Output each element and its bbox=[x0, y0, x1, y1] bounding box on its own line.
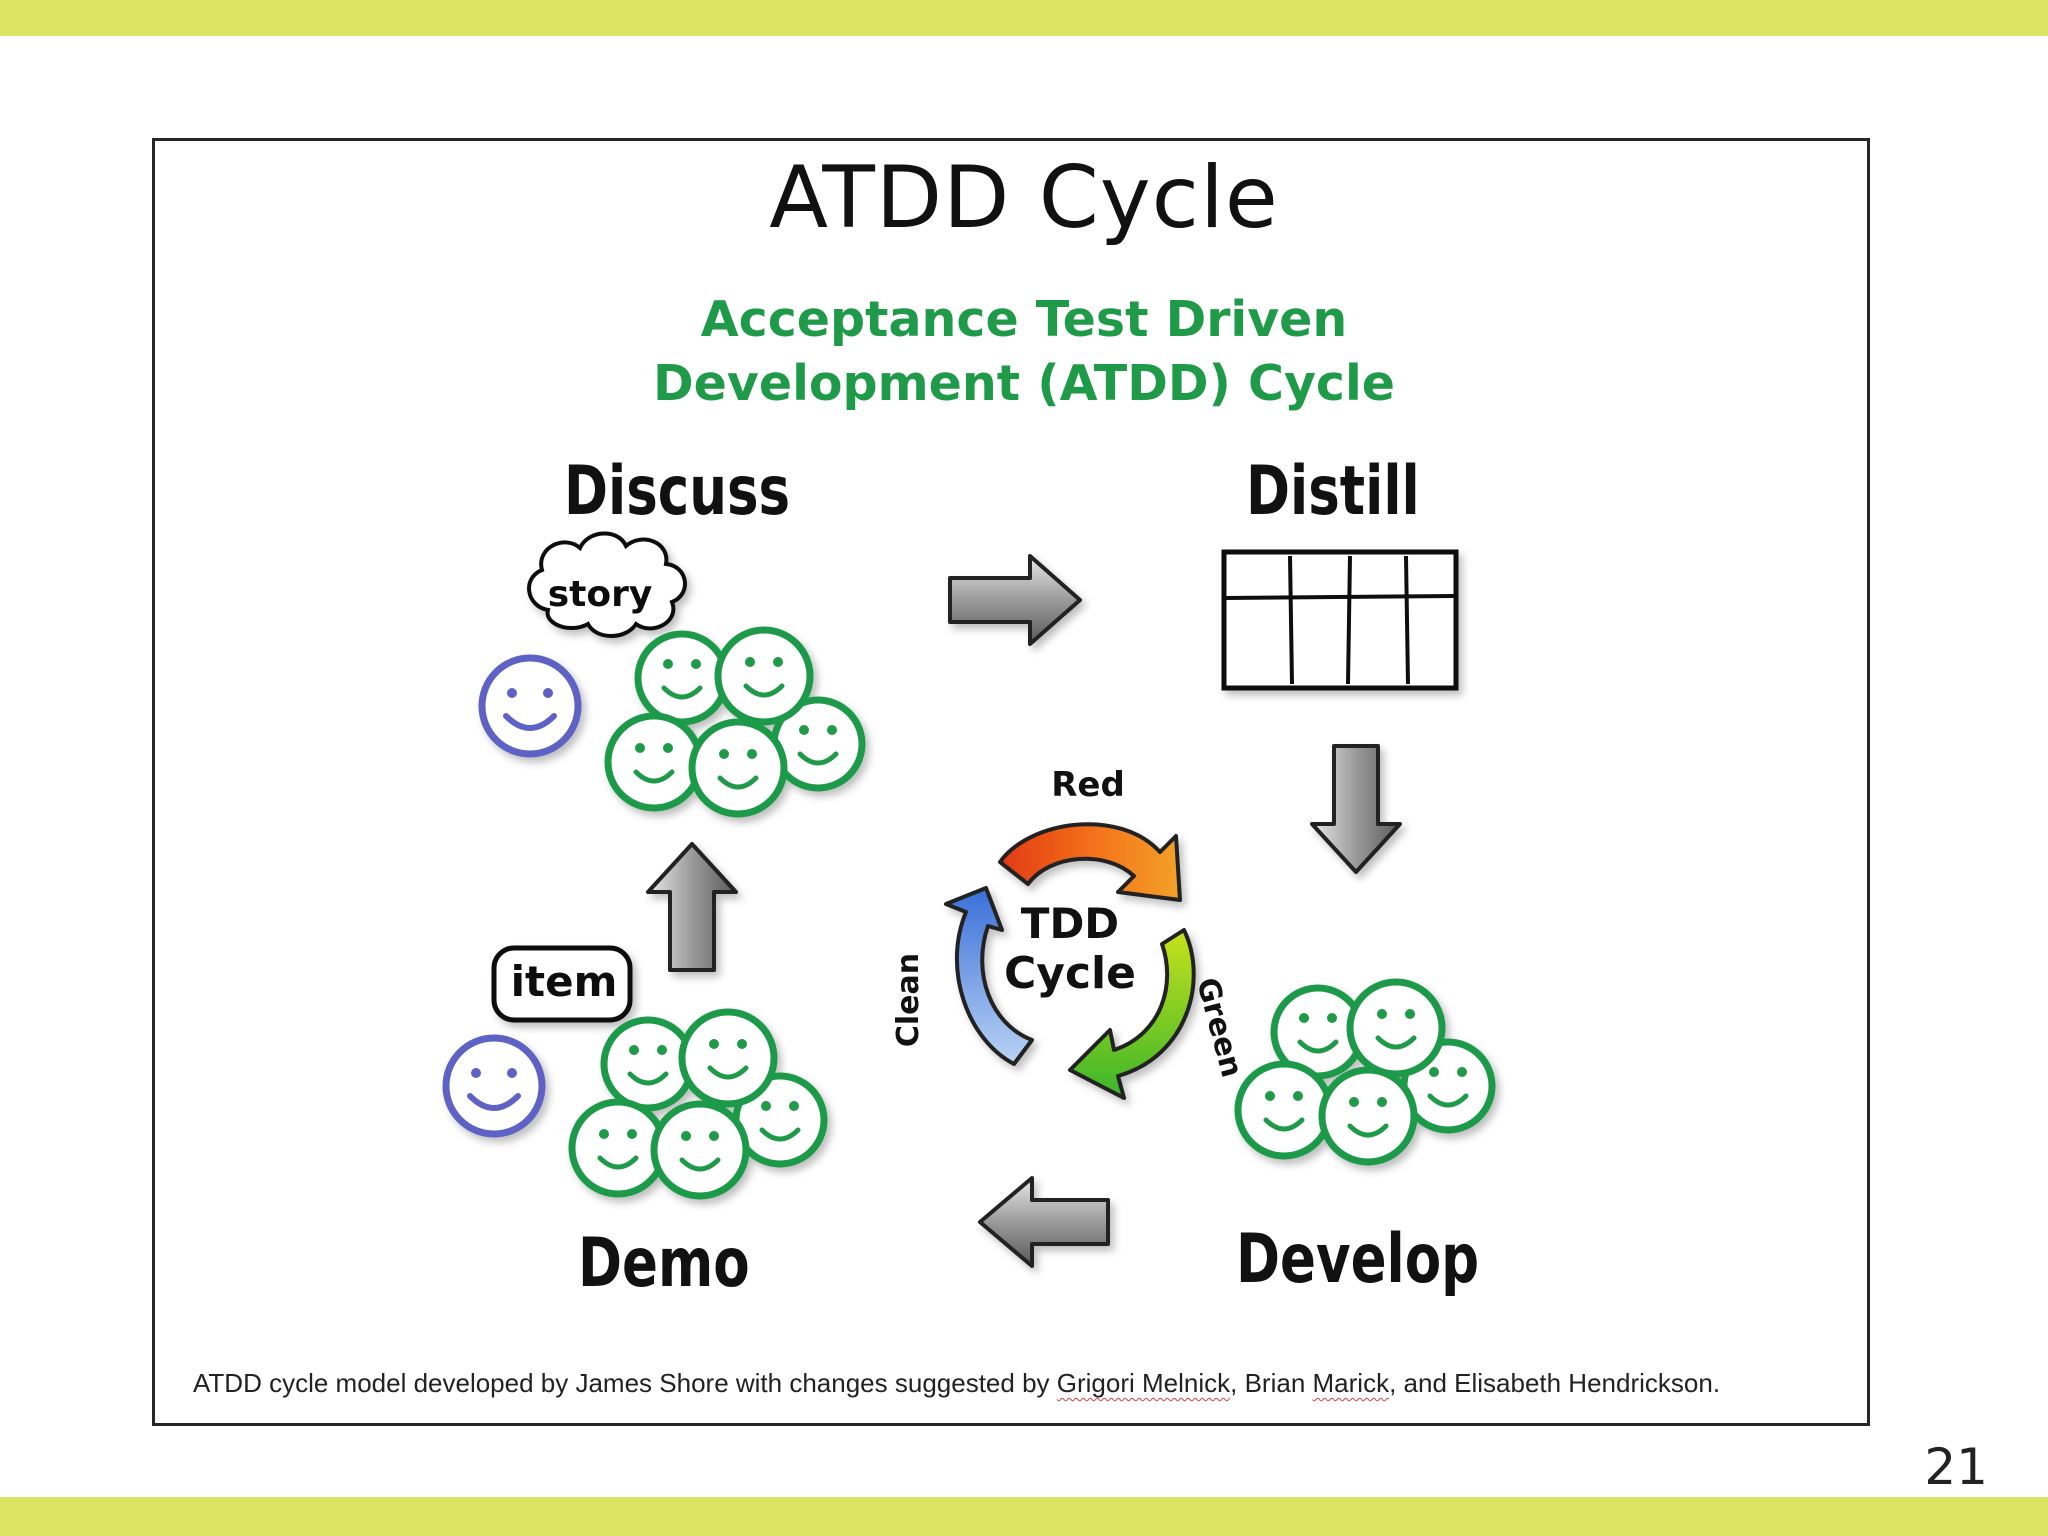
bottom-accent-band bbox=[0, 1497, 2048, 1536]
demo-team-faces bbox=[599, 1039, 799, 1141]
discuss-team-smiles bbox=[633, 683, 839, 790]
develop-team-smiles bbox=[1263, 1035, 1469, 1138]
stage-label-demo: Demo bbox=[578, 1224, 750, 1303]
arrow-up-icon bbox=[646, 842, 738, 972]
discuss-team-smileys-icon bbox=[604, 626, 866, 818]
credit-part-2: , Brian bbox=[1230, 1368, 1313, 1398]
develop-team-smileys-icon bbox=[1234, 978, 1496, 1166]
tdd-red-label: Red bbox=[1051, 765, 1125, 805]
tdd-red-arrow-icon bbox=[998, 822, 1182, 902]
tdd-blue-arrow-icon bbox=[944, 886, 1034, 1066]
discuss-customer-smiley-icon bbox=[478, 654, 582, 758]
develop-team-faces bbox=[1265, 1009, 1467, 1107]
tdd-clean-label: Clean bbox=[891, 953, 926, 1047]
tdd-green-label: Green bbox=[1189, 974, 1249, 1081]
credit-name-marick: Marick bbox=[1312, 1368, 1390, 1398]
tdd-center-label-line1: TDD bbox=[1021, 899, 1119, 948]
stage-label-discuss: Discuss bbox=[564, 452, 791, 531]
story-bubble-label: story bbox=[548, 574, 653, 615]
demo-team-smileys-icon bbox=[568, 1008, 828, 1200]
tdd-center-label-line2: Cycle bbox=[1004, 948, 1136, 999]
slide-title: ATDD Cycle bbox=[769, 148, 1279, 248]
credit-caption: ATDD cycle model developed by James Shor… bbox=[193, 1368, 1893, 1399]
demo-customer-smiley-icon bbox=[442, 1034, 546, 1138]
discuss-story-cloud: story bbox=[527, 531, 687, 638]
arrow-down-icon bbox=[1310, 744, 1402, 874]
arrow-right-icon bbox=[948, 554, 1082, 646]
stage-label-distill: Distill bbox=[1246, 452, 1420, 531]
stage-label-develop: Develop bbox=[1236, 1220, 1480, 1299]
credit-part-3: , and Elisabeth Hendrickson. bbox=[1389, 1368, 1721, 1398]
subtitle-line-1: Acceptance Test Driven bbox=[700, 291, 1348, 348]
demo-item-bubble: item bbox=[491, 945, 633, 1023]
item-bubble-label: item bbox=[511, 957, 618, 1006]
arrow-left-icon bbox=[978, 1176, 1110, 1268]
subtitle-line-2: Development (ATDD) Cycle bbox=[653, 355, 1395, 412]
demo-team-smiles bbox=[597, 1065, 801, 1172]
credit-name-melnick: Grigori Melnick bbox=[1056, 1368, 1231, 1398]
credit-part-1: ATDD cycle model developed by James Shor… bbox=[193, 1368, 1057, 1398]
diagram-subtitle: Acceptance Test Driven Development (ATDD… bbox=[0, 288, 2048, 416]
page-number: 21 bbox=[1924, 1438, 1988, 1496]
distill-table-icon bbox=[1221, 549, 1459, 691]
discuss-team-faces bbox=[635, 657, 837, 759]
top-accent-band bbox=[0, 0, 2048, 36]
tdd-green-arrow-icon bbox=[1068, 928, 1196, 1100]
